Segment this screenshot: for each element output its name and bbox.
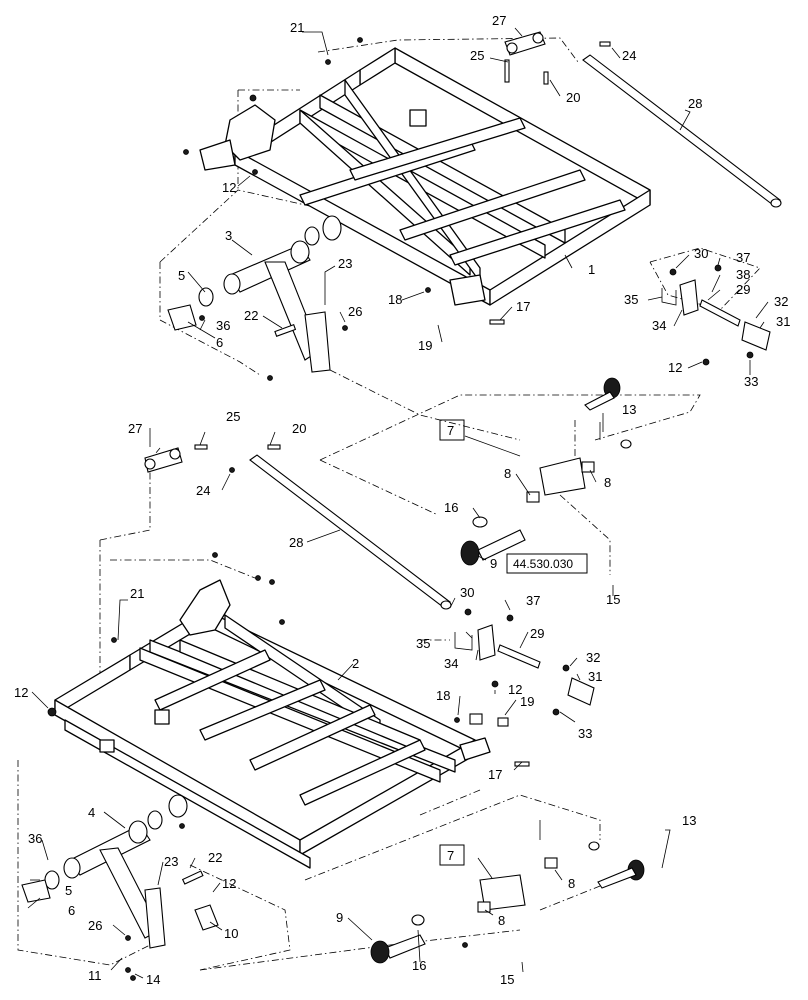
callout-6: 6 (216, 335, 223, 350)
callout-36-b: 36 (28, 831, 42, 846)
top-callouts: 21 27 25 24 20 28 12 3 5 23 18 22 26 36 … (178, 13, 790, 607)
callout-36: 36 (216, 318, 230, 333)
callout-33-b: 33 (578, 726, 592, 741)
callout-5: 5 (178, 268, 185, 283)
callout-15: 15 (606, 592, 620, 607)
fasteners-top (183, 37, 611, 381)
callout-30-b: 30 (460, 585, 474, 600)
section-reference-label: 44.530.030 (513, 557, 573, 571)
callout-box-7-top (439, 419, 465, 441)
callout-12-b1: 12 (14, 685, 28, 700)
callout-21-b: 21 (130, 586, 144, 601)
callout-13-b: 13 (682, 813, 696, 828)
top-frame-assembly (159, 31, 782, 575)
callout-34: 34 (652, 318, 666, 333)
hitch-bracket-bottom (454, 608, 595, 716)
callout-23-b: 23 (164, 854, 178, 869)
callout-2: 2 (352, 656, 359, 671)
section-reference-box: 44.530.030 (506, 553, 588, 574)
callout-20: 20 (566, 90, 580, 105)
callout-16: 16 (444, 500, 458, 515)
callout-7-b: 7 (447, 848, 454, 863)
callout-24: 24 (622, 48, 636, 63)
callout-38: 38 (736, 267, 750, 282)
callout-9: 9 (490, 556, 497, 571)
callout-13: 13 (622, 402, 636, 417)
callout-26: 26 (348, 304, 362, 319)
callout-12a: 12 (222, 180, 236, 195)
callout-25-b: 25 (226, 409, 240, 424)
callout-33: 33 (744, 374, 758, 389)
callout-22-b: 22 (208, 850, 222, 865)
callout-16-b: 16 (412, 958, 426, 973)
frame-2 (47, 579, 491, 869)
callout-19-b: 19 (520, 694, 534, 709)
callout-25: 25 (470, 48, 484, 63)
callout-12b: 12 (668, 360, 682, 375)
callout-29: 29 (736, 282, 750, 297)
callout-8a: 8 (504, 466, 511, 481)
callout-4: 4 (88, 805, 95, 820)
callout-32-b: 32 (586, 650, 600, 665)
callout-8b: 8 (604, 475, 611, 490)
callout-20-b: 20 (292, 421, 306, 436)
callout-22: 22 (244, 308, 258, 323)
callout-18: 18 (388, 292, 402, 307)
callout-32: 32 (774, 294, 788, 309)
callout-12-b2: 12 (508, 682, 522, 697)
callout-10: 10 (224, 926, 238, 941)
callout-28-b: 28 (289, 535, 303, 550)
callout-17-b: 17 (488, 767, 502, 782)
bottom-frame-assembly (17, 444, 645, 981)
callout-27: 27 (492, 13, 506, 28)
callout-31: 31 (776, 314, 790, 329)
bottom-callouts: 27 25 20 24 28 21 2 12 30 37 29 35 34 12… (14, 409, 696, 987)
callout-34-b: 34 (444, 656, 458, 671)
callout-8-b1: 8 (568, 876, 575, 891)
callout-12-b3: 12 (222, 876, 236, 891)
callout-15-b: 15 (500, 972, 514, 987)
callout-28: 28 (688, 96, 702, 111)
pivot-arm-3 (167, 215, 342, 373)
callout-3: 3 (225, 228, 232, 243)
callout-7-top: 7 (447, 423, 454, 438)
leader-lines (27, 27, 769, 979)
callout-box-7-bottom (439, 844, 465, 866)
callout-14: 14 (146, 972, 160, 987)
callout-23: 23 (338, 256, 352, 271)
knob-assembly-top (439, 377, 632, 566)
callout-18-b: 18 (436, 688, 450, 703)
callout-6-b: 6 (68, 903, 75, 918)
callout-8-b2: 8 (498, 913, 505, 928)
callout-37-b: 37 (526, 593, 540, 608)
rod-28-bottom (249, 454, 452, 610)
bracket-27-top (504, 31, 546, 56)
callout-11: 11 (88, 968, 102, 983)
frame-1 (199, 47, 651, 306)
fasteners-bottom (111, 552, 530, 829)
callout-27-b: 27 (128, 421, 142, 436)
callout-29-b: 29 (530, 626, 544, 641)
knob-assembly-bottom (370, 820, 645, 964)
bracket-27-bottom (144, 444, 281, 473)
rod-28-top (582, 54, 782, 208)
callout-24-b: 24 (196, 483, 210, 498)
callout-30: 30 (694, 246, 708, 261)
callout-31-b: 31 (588, 669, 602, 684)
callout-35: 35 (624, 292, 638, 307)
callout-35-b: 35 (416, 636, 430, 651)
callout-21: 21 (290, 20, 304, 35)
callout-37: 37 (736, 250, 750, 265)
hitch-bracket-top (661, 264, 771, 366)
callout-19: 19 (418, 338, 432, 353)
callout-17: 17 (516, 299, 530, 314)
callout-9-b: 9 (336, 910, 343, 925)
callout-5-b: 5 (65, 883, 72, 898)
pivot-arm-4 (21, 794, 219, 981)
callout-26-b: 26 (88, 918, 102, 933)
callout-1: 1 (588, 262, 595, 277)
